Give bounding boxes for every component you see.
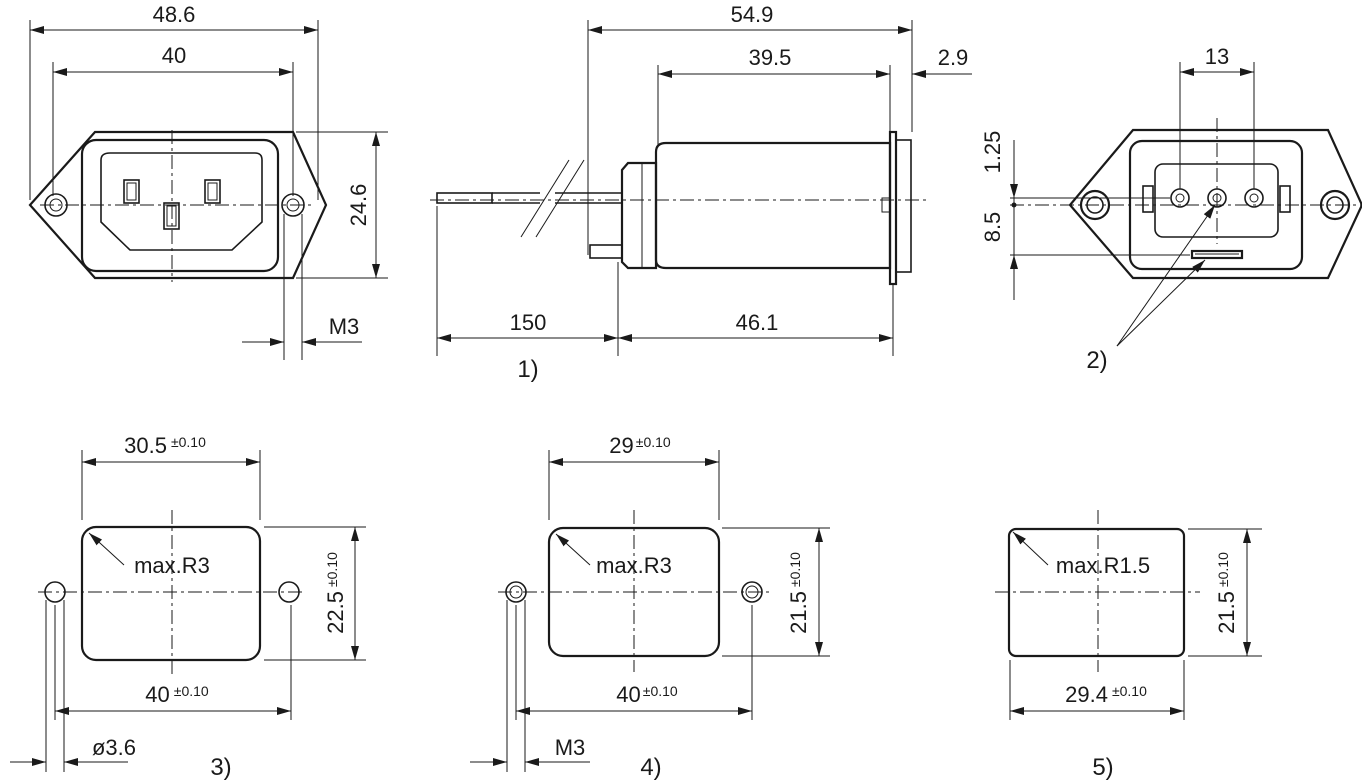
dim-40: 40 [162, 43, 186, 68]
dim-46-1: 46.1 [736, 310, 779, 335]
front-view: 48.6 40 24.6 M3 [28, 2, 388, 360]
dim-29: 29±0.10 [609, 433, 671, 458]
note-4: 4) [640, 754, 661, 781]
note-3: 3) [210, 754, 231, 781]
cutout-3: 30.5±0.10 22.5±0.10 40±0.10 ø3.6 max.R3 … [10, 433, 366, 781]
dim-39-5: 39.5 [749, 45, 792, 70]
dim-40-c3: 40±0.10 [145, 682, 209, 707]
dim-21-5-c4: 21.5±0.10 [786, 552, 811, 634]
dim-29-4: 29.4±0.10 [1065, 682, 1147, 707]
dim-54-9: 54.9 [731, 2, 774, 27]
dim-hole-dia: ø3.6 [92, 735, 136, 760]
radius-c4: max.R3 [596, 553, 672, 578]
note-2: 2) [1086, 347, 1107, 374]
dim-30-5: 30.5±0.10 [124, 433, 206, 458]
dim-m3-c4: M3 [555, 735, 586, 760]
dim-21-5-c5: 21.5±0.10 [1214, 552, 1239, 634]
note-5: 5) [1092, 754, 1113, 781]
cutout-4: 29±0.10 21.5±0.10 40±0.10 M3 max.R3 4) [470, 433, 830, 781]
cutout-5: 21.5±0.10 29.4±0.10 max.R1.5 5) [995, 510, 1262, 781]
radius-c5: max.R1.5 [1056, 553, 1150, 578]
dim-2-9: 2.9 [938, 45, 969, 70]
rear-view: 13 1.25 8.5 2) [980, 44, 1362, 374]
radius-c3: max.R3 [134, 553, 210, 578]
dim-24-6: 24.6 [346, 184, 371, 227]
dim-48-6: 48.6 [153, 2, 196, 27]
dim-8-5: 8.5 [980, 212, 1005, 243]
dim-m3-front: M3 [329, 314, 360, 339]
dim-40-c4: 40±0.10 [616, 682, 678, 707]
side-view: 54.9 39.5 2.9 150 46.1 1) [430, 2, 972, 383]
note-1: 1) [517, 356, 538, 383]
dim-13: 13 [1205, 44, 1229, 69]
dim-1-25: 1.25 [980, 131, 1005, 174]
dim-150: 150 [510, 310, 547, 335]
dim-22-5: 22.5±0.10 [323, 552, 348, 634]
